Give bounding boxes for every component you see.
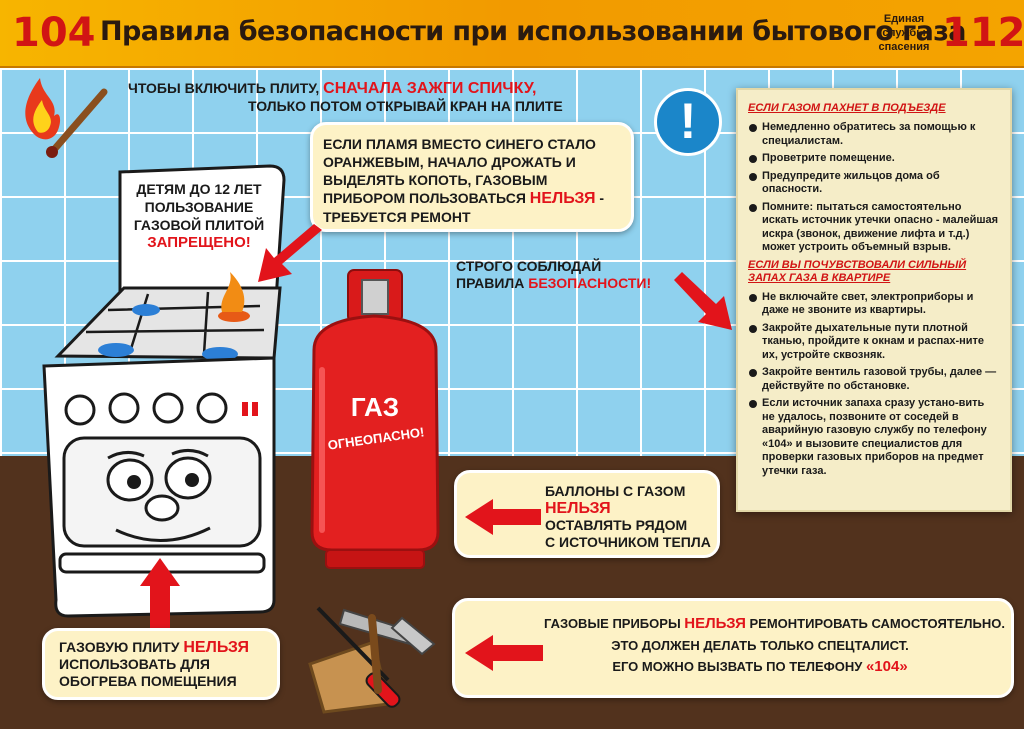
arrow-to-panel-icon: [674, 272, 732, 330]
section-heading-entrance: ЕСЛИ ГАЗОМ ПАХНЕТ В ПОДЪЕЗДЕ: [748, 102, 946, 114]
header-bar: 104 Правила безопасности при использован…: [0, 0, 1024, 68]
apartment-instructions-list: Не включайте свет, электроприборы и даже…: [748, 291, 1000, 479]
match-tip: ЧТОБЫ ВКЛЮЧИТЬ ПЛИТУ, СНАЧАЛА ЗАЖГИ СПИЧ…: [128, 80, 537, 97]
list-item: Немедленно обратитесь за помощью к специ…: [748, 121, 1000, 148]
flame-color-tip: ЕСЛИ ПЛАМЯ ВМЕСТО СИНЕГО СТАЛО ОРАНЖЕВЫМ…: [310, 122, 634, 232]
list-item: Проветрите помещение.: [748, 152, 1000, 166]
exclamation-icon: !: [654, 88, 722, 156]
rules-tip: СТРОГО СОБЛЮДАЙ ПРАВИЛА БЕЗОПАСНОСТИ!: [456, 258, 652, 291]
rescue-service-label: Единая службы спасения: [878, 13, 930, 53]
repair-tools-illustration: [308, 606, 436, 714]
phone-number-left: 104: [12, 10, 96, 56]
gas-cylinder-illustration: [310, 269, 440, 569]
page-title: Правила безопасности при использовании б…: [100, 16, 967, 47]
list-item: Не включайте свет, электроприборы и даже…: [748, 291, 1000, 318]
arrow-to-burner-icon: [258, 224, 322, 282]
repair-prohibition-tip: ГАЗОВЫЕ ПРИБОРЫ НЕЛЬЗЯ РЕМОНТИРОВАТЬ САМ…: [452, 598, 1014, 698]
arrow-left-icon: [465, 635, 543, 671]
entrance-instructions-list: Немедленно обратитесь за помощью к специ…: [748, 121, 1000, 255]
children-prohibition-sign: ДЕТЯМ ДО 12 ЛЕТ ПОЛЬЗОВАНИЕ ГАЗОВОЙ ПЛИТ…: [133, 181, 265, 251]
arrow-up-icon: [140, 558, 180, 634]
match-tip-line2: ТОЛЬКО ПОТОМ ОТКРЫВАЙ КРАН НА ПЛИТЕ: [248, 98, 563, 114]
list-item: Помните: пытаться самостоятельно искать …: [748, 201, 1000, 255]
heating-prohibition-tip: ГАЗОВУЮ ПЛИТУ НЕЛЬЗЯ ИСПОЛЬЗОВАТЬ ДЛЯ ОБ…: [42, 628, 280, 700]
cylinder-gas-label: ГАЗ: [350, 392, 400, 422]
list-item: Закройте дыхательные пути плотной тканью…: [748, 322, 1000, 363]
list-item: Если источник запаха сразу устано-вить н…: [748, 397, 1000, 478]
section-heading-apartment: ЕСЛИ ВЫ ПОЧУВСТВОВАЛИ СИЛЬНЫЙ ЗАПАХ ГАЗА…: [748, 258, 967, 284]
cylinder-heat-tip: БАЛЛОНЫ С ГАЗОМ НЕЛЬЗЯ ОСТАВЛЯТЬ РЯДОМ С…: [454, 470, 720, 558]
list-item: Предупредите жильцов дома об опасности.: [748, 170, 1000, 197]
phone-number-right: 112: [942, 10, 1024, 56]
gas-smell-instructions-panel: ЕСЛИ ГАЗОМ ПАХНЕТ В ПОДЪЕЗДЕ Немедленно …: [736, 88, 1012, 512]
list-item: Закройте вентиль газовой трубы, далее — …: [748, 366, 1000, 393]
arrow-left-icon: [465, 499, 541, 535]
match-flame-icon: [25, 78, 108, 158]
